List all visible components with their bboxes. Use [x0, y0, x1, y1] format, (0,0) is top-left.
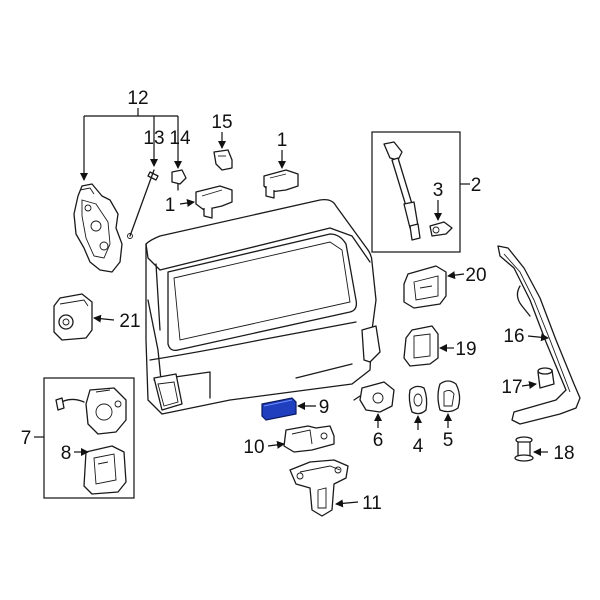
callout-14: 14	[169, 128, 191, 149]
part-13-rod	[127, 169, 159, 239]
part-19-bracket	[403, 325, 439, 367]
callout-17: 17	[501, 377, 522, 398]
box-part-2	[371, 131, 461, 253]
part-11-latch	[289, 459, 349, 517]
part-15-clip	[213, 149, 233, 171]
part-4-bumper	[408, 385, 428, 415]
callout-1-upper: 1	[277, 130, 288, 151]
part-5-cushion	[437, 380, 461, 413]
callout-7: 7	[21, 428, 32, 449]
callout-21: 21	[119, 311, 140, 332]
callout-8: 8	[61, 443, 72, 464]
part-1-switch-upper	[263, 169, 299, 199]
part-8-bracket	[83, 445, 127, 495]
callout-15: 15	[211, 112, 232, 133]
part-18-bolt	[514, 436, 534, 462]
callout-12: 12	[127, 88, 148, 109]
part-2-lift-support	[383, 141, 421, 241]
callout-10: 10	[243, 437, 264, 458]
callout-19: 19	[455, 339, 476, 360]
part-14-clip	[171, 169, 187, 191]
callout-4: 4	[413, 436, 424, 457]
part-17-clip	[537, 367, 555, 389]
callout-18: 18	[553, 443, 574, 464]
part-7-actuator	[55, 387, 127, 435]
callout-3: 3	[433, 180, 444, 201]
liftgate-panel	[145, 198, 381, 415]
part-10-bracket	[283, 425, 335, 453]
part-20-bracket	[403, 265, 447, 309]
part-9-highlighted	[261, 397, 297, 421]
callout-5: 5	[443, 430, 454, 451]
callout-20: 20	[465, 265, 486, 286]
leader-lines	[34, 108, 549, 508]
callout-13: 13	[143, 128, 164, 149]
part-6-switch	[353, 381, 395, 413]
callout-16: 16	[503, 326, 524, 347]
callout-1-lower: 1	[165, 195, 176, 216]
callout-2: 2	[471, 175, 482, 196]
part-1-switch-lower	[195, 185, 233, 219]
part-16-weatherstrip	[497, 245, 581, 425]
part-21-camera	[53, 293, 93, 341]
callout-labels: 12 13 14 15 1 1 2 3 20 19 16 17 18 21 9 …	[21, 88, 575, 514]
callout-6: 6	[373, 430, 384, 451]
part-12-lock-actuator	[73, 183, 123, 273]
callout-11: 11	[362, 493, 382, 514]
part-3-ball-stud	[429, 221, 453, 237]
callout-9: 9	[319, 397, 330, 418]
box-part-7	[43, 377, 135, 499]
